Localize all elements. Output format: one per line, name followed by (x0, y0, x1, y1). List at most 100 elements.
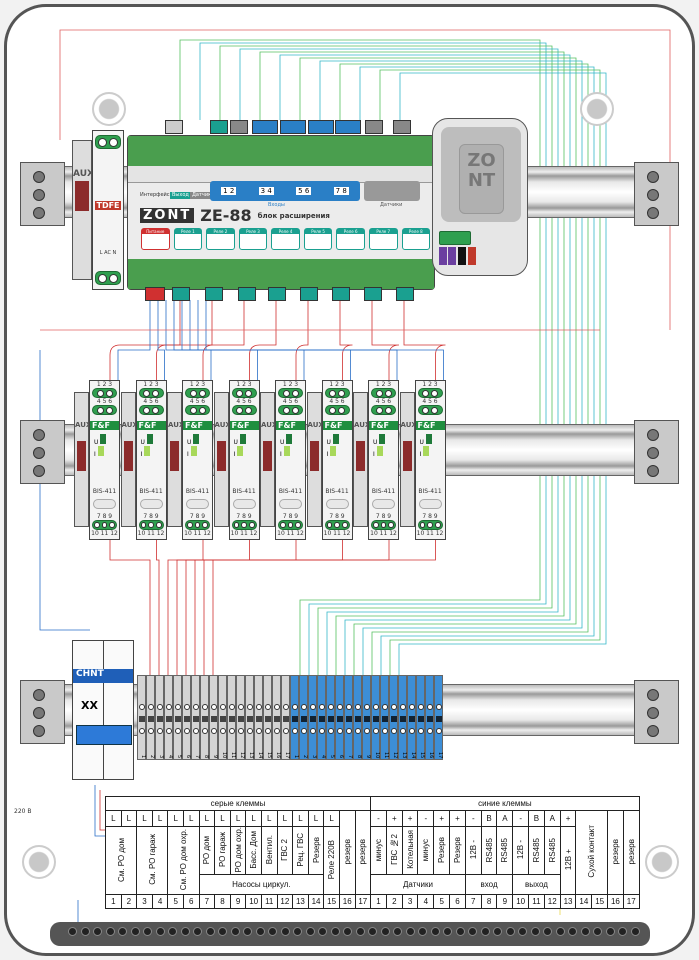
table-cell: РО гараж (214, 825, 231, 876)
bus-terminal (568, 927, 577, 936)
blue-terminal: 8 (353, 675, 362, 760)
table-cell: 12 (276, 894, 294, 910)
relay-terminal (185, 520, 210, 530)
wire (212, 540, 436, 675)
aux-label: AUX (354, 421, 371, 429)
aux-contact: AUX (72, 140, 94, 280)
grey-terminal: 15 (263, 675, 272, 760)
breaker-toggle[interactable] (76, 725, 132, 745)
table-cell: L (323, 810, 340, 827)
relay-i-label: I (94, 451, 96, 458)
bus-terminal (518, 927, 527, 936)
table-cell: См. РО гараж (136, 825, 169, 896)
table-text: 5 (173, 897, 178, 907)
blue-terminal: 3 (308, 675, 317, 760)
relay-terminal (278, 520, 303, 530)
table-cell: РО дом (198, 825, 216, 876)
terminal-number: 13 (248, 751, 254, 758)
table-text: 8 (486, 897, 492, 907)
blue-terminal: 7 (344, 675, 353, 760)
table-cell: 2 (120, 894, 138, 910)
table-cell: + (385, 810, 403, 827)
relay-brand: F&F (183, 421, 212, 430)
table-text: 15 (595, 897, 605, 907)
terminal-number: 12 (392, 751, 398, 758)
relay-terminal (231, 388, 257, 398)
ze88-relay-connector (205, 287, 223, 301)
relay-brand: F&F (90, 421, 119, 430)
table-text: A (549, 814, 555, 823)
relay-terminal (185, 388, 210, 398)
table-text: 7 (471, 897, 476, 907)
bus-terminal (255, 927, 265, 936)
terminal-number: 6 (338, 754, 344, 758)
bus-terminal (143, 927, 152, 936)
table-text: 7 (204, 897, 210, 907)
ze88-model: ZE-88 (200, 206, 252, 225)
bus-terminal (418, 927, 427, 936)
wire (319, 60, 583, 675)
table-cell: + (559, 810, 577, 827)
bus-terminal (130, 927, 140, 936)
table-text: + (455, 814, 460, 823)
bus-terminal (543, 927, 552, 936)
bottom-terminal-bar (50, 922, 650, 946)
table-cell: L (229, 810, 247, 827)
table-text: L (251, 814, 256, 823)
terminal-number: 11 (230, 751, 236, 758)
table-text: B (486, 814, 492, 823)
table-label: минус (373, 838, 383, 861)
relay-i-label: I (280, 451, 282, 458)
power-supply-terminal-labels: L AC N (99, 250, 117, 256)
table-text: L (282, 814, 288, 823)
table-cell: L (198, 810, 216, 827)
relay-terminal-label: 1 2 3 (329, 381, 345, 388)
table-text: L (267, 814, 272, 823)
terminal-number: 2 (149, 754, 155, 758)
table-cell: + (433, 810, 451, 827)
table-label: 12В + (563, 849, 573, 871)
table-text: 10 (249, 897, 259, 907)
table-label: ГВС 2 (280, 838, 290, 861)
bus-terminal (105, 927, 115, 936)
table-text: + (439, 814, 445, 823)
aux-label: AUX (75, 421, 92, 429)
bus-terminal (218, 927, 227, 936)
circuit-breaker[interactable]: CHNT XX (72, 640, 134, 780)
table-label: Сухой контакт (587, 825, 597, 879)
table-text: 2 (392, 897, 397, 907)
terminal-number: 12 (239, 751, 245, 758)
table-text: 5 (439, 897, 444, 907)
table-text: 3 (142, 897, 147, 907)
table-cell: 5 (433, 894, 451, 910)
inputs-block: 1 2 3 4 5 6 7 8 (210, 181, 360, 201)
relay-aux-contact: AUX (306, 392, 324, 527)
table-cell: Басс. Дом (245, 825, 262, 876)
wire (197, 300, 398, 380)
ze88-connector (393, 120, 411, 134)
table-label: См. РО дом (116, 837, 126, 882)
ze88-relay-label: Реле 7 (369, 229, 397, 234)
relay-i-label: I (233, 451, 236, 458)
relay-aux-contact: AUX (120, 392, 138, 527)
ze88-connector (230, 120, 248, 134)
table-cell: 4 (417, 894, 435, 910)
table-cell: Котельная (401, 825, 419, 876)
blue-terminal: 11 (380, 675, 389, 760)
table-text: 9 (502, 897, 508, 907)
table-cell: B (528, 810, 545, 827)
table-label: РО гараж (217, 832, 227, 868)
ze88-power-label: Питание (142, 229, 169, 234)
relay-terminal-label: 10 11 12 (91, 530, 118, 537)
bus-terminal (430, 927, 440, 936)
input-label: 3 4 (258, 187, 274, 195)
bus-terminal (280, 927, 290, 936)
breaker-brand: CHNT (73, 669, 133, 683)
bus-terminal (193, 927, 202, 936)
relay-terminal (138, 405, 164, 415)
relay-terminal (138, 388, 164, 398)
blue-terminal: 2 (299, 675, 308, 760)
table-cell: 1 (370, 894, 387, 910)
table-text: A (502, 814, 508, 823)
table-label: РО дом (202, 835, 212, 864)
